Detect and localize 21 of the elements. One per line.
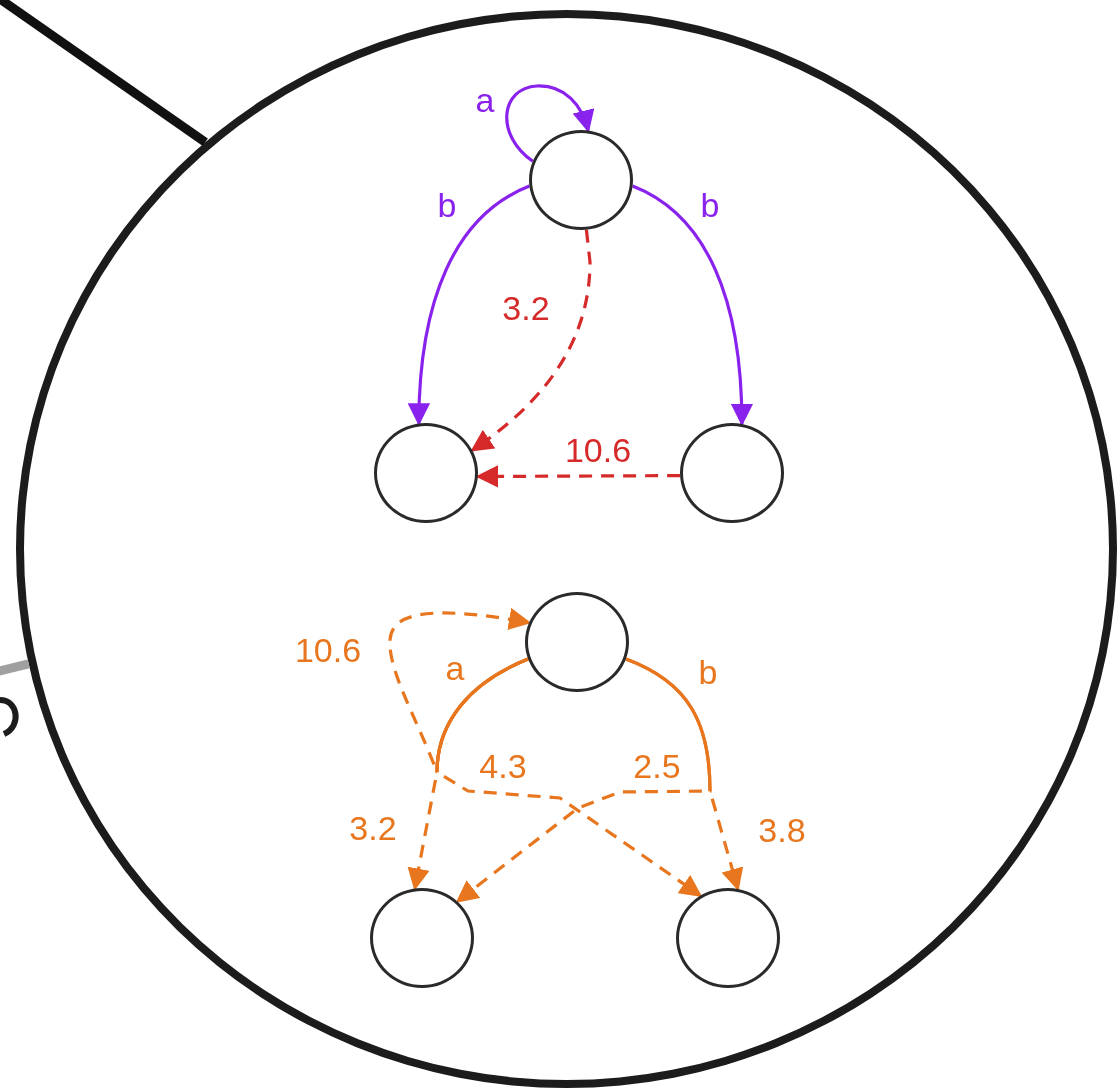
arrow <box>475 465 681 488</box>
edge-label: b <box>700 188 720 222</box>
edge-label: 10.6 <box>564 433 632 467</box>
connector-line <box>0 659 30 677</box>
arrow <box>408 184 531 426</box>
edge-label: 4.3 <box>479 749 527 783</box>
arrow <box>631 184 753 427</box>
edge-label: 3.8 <box>758 813 806 847</box>
edge-label: a <box>475 83 495 117</box>
arrow <box>505 84 594 163</box>
magnified-view-circle <box>16 10 1117 1088</box>
edge-label: b <box>437 188 457 222</box>
branch-label: b <box>698 655 718 689</box>
arrow <box>470 229 592 452</box>
edge-label: 10.6 <box>294 633 362 667</box>
connector-line <box>0 0 208 146</box>
arrow <box>625 657 744 892</box>
edge-label: 2.5 <box>633 749 681 783</box>
branch-label: a <box>445 651 465 685</box>
edge-label: 3.2 <box>349 811 397 845</box>
edge-label: 3.2 <box>502 291 550 325</box>
